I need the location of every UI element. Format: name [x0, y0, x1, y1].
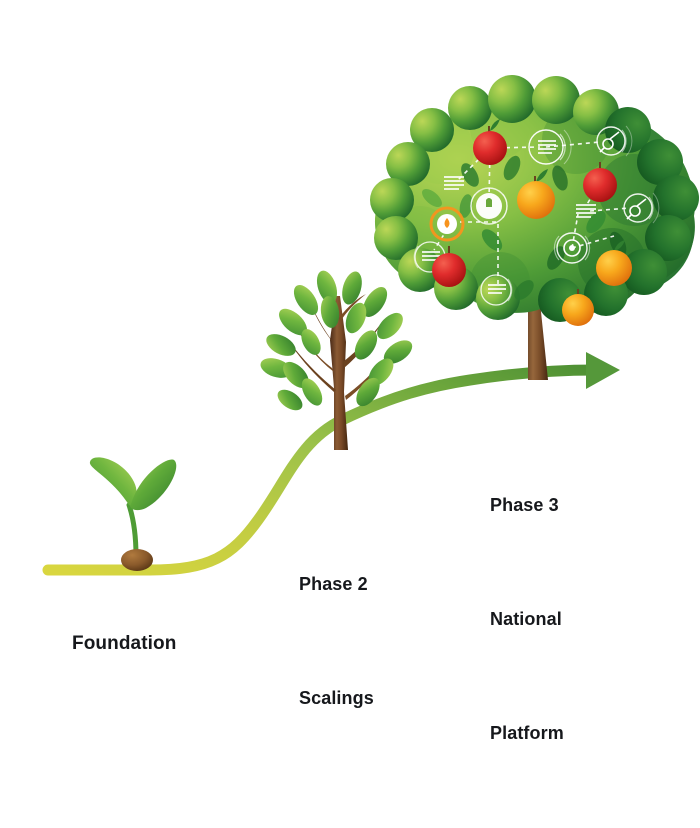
document-lines-icon[interactable]: [528, 129, 572, 165]
apples: [432, 119, 632, 326]
bulb-tag-icon[interactable]: [470, 187, 508, 225]
stage-label-foundation: Foundation: [72, 589, 176, 699]
growth-path-arrowhead: [586, 352, 620, 389]
seedling-icon: [89, 457, 177, 571]
apple-red-lower-left: [432, 246, 466, 287]
document-lines-icon[interactable]: [444, 176, 464, 190]
satellite-dish-icon[interactable]: [596, 125, 633, 157]
phase3-label-line-1: Phase 3: [490, 495, 559, 515]
seedling-seed: [121, 549, 153, 571]
iot-nodes: [413, 125, 660, 306]
document-lines-icon[interactable]: [413, 241, 446, 273]
stage-label-phase2: Phase 2 Scalings: [299, 489, 374, 793]
apple-orange-bottom: [562, 289, 594, 326]
sapling-branch-right-1: [345, 348, 392, 400]
apple-orange-right: [596, 240, 632, 286]
phase2-label-line-1: Phase 2: [299, 574, 368, 594]
sapling-tree-icon: [260, 270, 413, 450]
satellite-dish-icon[interactable]: [623, 192, 660, 224]
stage-label-phase3: Phase 3 National Platform: [490, 410, 564, 828]
phase3-label-line-2: National: [490, 609, 562, 629]
sapling-trunk: [330, 296, 348, 450]
sapling-leaves: [260, 270, 413, 411]
growth-roadmap-illustration: [42, 75, 699, 576]
seedling-leaf-right: [130, 459, 177, 511]
canopy-detail-leaves: [422, 155, 627, 300]
apple-red-top: [473, 119, 507, 165]
seedling-stem: [126, 502, 139, 559]
sapling-branch-left-2: [292, 320, 334, 372]
seedling-leaf-left: [89, 457, 137, 506]
sapling-branch-right-3: [339, 294, 366, 322]
apple-red-right: [583, 162, 617, 202]
document-lines-icon[interactable]: [576, 204, 596, 218]
document-lines-icon[interactable]: [480, 274, 513, 306]
apple-orange-center: [517, 169, 555, 219]
water-drop-icon[interactable]: [429, 206, 465, 242]
target-icon[interactable]: [553, 232, 591, 264]
canopy-scallops: [370, 75, 619, 320]
phase3-label-line-3: Platform: [490, 723, 564, 743]
foundation-label-line-1: Foundation: [72, 633, 177, 654]
mature-smart-tree-icon: [370, 75, 699, 380]
infographic-canvas: Foundation Phase 2 Scalings Phase 3 Nati…: [42, 75, 699, 743]
sapling-branch-left-1: [288, 340, 336, 392]
phase2-label-line-2: Scalings: [299, 688, 374, 708]
